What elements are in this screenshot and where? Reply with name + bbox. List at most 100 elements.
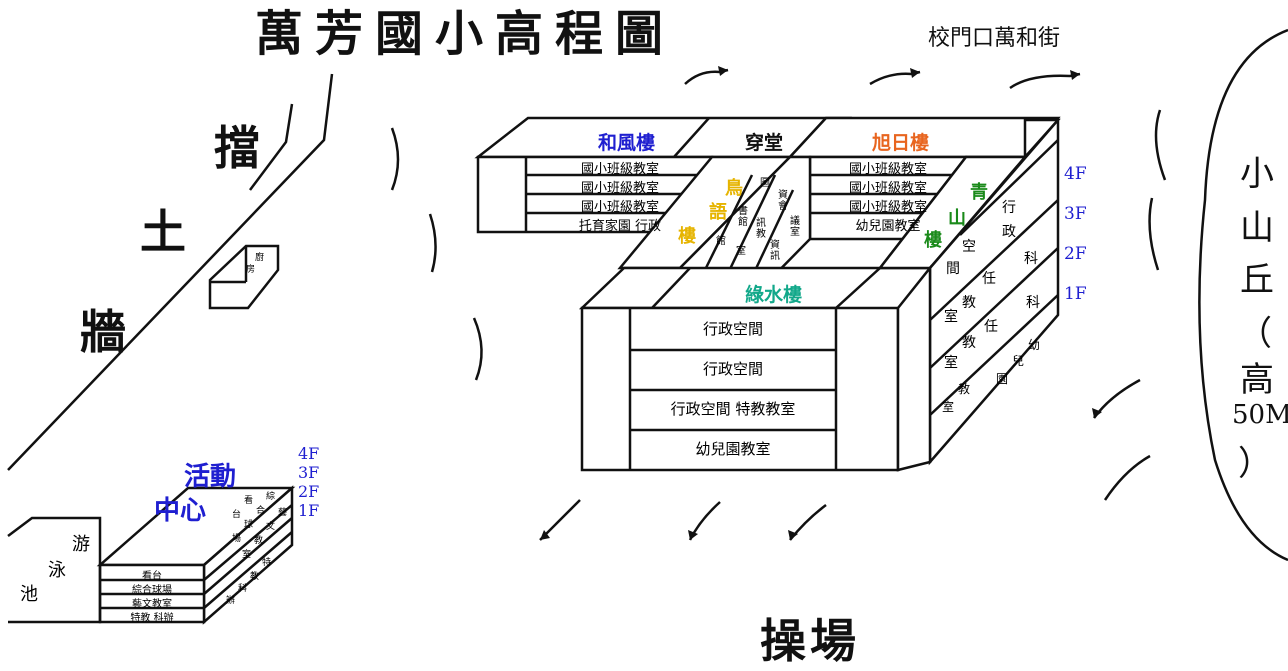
niaoyu-name-2: 語 bbox=[709, 202, 727, 223]
hefeng-room-3f: 國小班級教室 bbox=[580, 181, 659, 196]
kitchen-label-1: 廚 bbox=[255, 253, 265, 263]
hill-char-1: 小 bbox=[1240, 154, 1274, 194]
qingshan-side-1: 行政 bbox=[1002, 200, 1016, 240]
activity-side-14: 辦 bbox=[226, 596, 236, 606]
hefeng-room-1f: 托育家園 行政 bbox=[578, 219, 662, 234]
qingshan-name-1: 青 bbox=[970, 182, 988, 203]
lushui-room-4f: 行政空間 bbox=[702, 320, 763, 338]
activity-side-5: 球 bbox=[244, 520, 254, 530]
page-title: 萬芳國小高程圖 bbox=[255, 6, 676, 62]
xuri-room-1f: 幼兒園教室 bbox=[855, 219, 921, 234]
activity-floor-4f: 4F bbox=[298, 444, 320, 463]
qingshan-side-8: 科 bbox=[1026, 295, 1040, 311]
hill-char-4: （ bbox=[1238, 314, 1272, 354]
gate-label: 校門口萬和街 bbox=[928, 26, 1061, 51]
lushui-room-2f: 行政空間 特教教室 bbox=[670, 400, 796, 418]
qingshan-name-2: 山 bbox=[948, 208, 966, 229]
activity-floor-3f: 3F bbox=[298, 463, 320, 482]
activity-side-7: 藝 bbox=[278, 508, 288, 518]
activity-name-1: 活動 bbox=[184, 462, 237, 492]
activity-floor-1f: 1F bbox=[298, 501, 320, 520]
activity-side-6: 場 bbox=[232, 534, 242, 544]
niaoyu-side-6: 室 bbox=[736, 246, 746, 257]
pool-label-3: 池 bbox=[20, 584, 38, 605]
kitchen-building bbox=[208, 244, 280, 310]
activity-side-3: 綜 bbox=[266, 492, 276, 502]
activity-side-10: 室 bbox=[242, 550, 252, 560]
niaoyu-name-3: 樓 bbox=[678, 226, 696, 247]
qingshan-side-4: 科 bbox=[1024, 251, 1038, 267]
activity-side-8: 文 bbox=[266, 522, 276, 532]
activity-side-9: 教 bbox=[254, 536, 264, 546]
niaoyu-side-8: 資訊 bbox=[770, 240, 780, 262]
hefeng-name: 和風樓 bbox=[598, 132, 656, 154]
lushui-room-3f: 行政空間 bbox=[702, 360, 763, 378]
qingshan-side-9: 任 bbox=[984, 319, 998, 335]
qingshan-side-15: 教 bbox=[958, 382, 971, 396]
xuri-room-4f: 國小班級教室 bbox=[848, 162, 927, 177]
activity-floor-2f: 2F bbox=[298, 482, 320, 501]
niaoyu-side-7: 議室 bbox=[790, 216, 800, 238]
niaoyu-name-1: 鳥 bbox=[725, 178, 743, 199]
qingshan-side-12: 幼 bbox=[1028, 338, 1041, 352]
lushui-roof bbox=[578, 266, 884, 310]
lushui-room-1f: 幼兒園教室 bbox=[695, 440, 771, 458]
xuri-name: 旭日樓 bbox=[872, 132, 930, 154]
floor-4f-label: 4F bbox=[1064, 164, 1087, 184]
niaoyu-side-5: 訊教 bbox=[756, 218, 766, 240]
hill-char-6: 50M bbox=[1232, 400, 1288, 430]
pool-label-1: 游 bbox=[72, 534, 90, 555]
wall-char-1: 擋 bbox=[214, 121, 260, 175]
retaining-wall-line bbox=[7, 73, 334, 471]
activity-floor-labels: 4F 3F 2F 1F bbox=[298, 444, 319, 520]
qingshan-side-10: 教 bbox=[962, 335, 976, 351]
hefeng-roof bbox=[474, 116, 853, 159]
activity-side-2: 台 bbox=[232, 510, 242, 520]
xuri-room-2f: 國小班級教室 bbox=[848, 200, 927, 215]
qingshan-side-16: 室 bbox=[942, 400, 955, 414]
wall-char-3: 牆 bbox=[80, 305, 126, 359]
chuantang-name: 穿堂 bbox=[745, 132, 784, 154]
niaoyu-side-3: 館 bbox=[716, 236, 726, 247]
floor-1f-label: 1F bbox=[1064, 284, 1087, 304]
hill-char-5: 高 bbox=[1240, 360, 1274, 400]
qingshan-name-3: 樓 bbox=[924, 230, 942, 251]
xuri-room-3f: 國小班級教室 bbox=[848, 181, 927, 196]
activity-name-2: 中心 bbox=[154, 496, 207, 526]
activity-side-13: 科 bbox=[238, 584, 248, 594]
hill-char-2: 山 bbox=[1240, 208, 1274, 248]
activity-side-12: 教 bbox=[250, 572, 260, 582]
playground-label: 操場 bbox=[760, 614, 860, 668]
activity-room-4f: 看台 bbox=[142, 571, 162, 582]
activity-side-4: 合 bbox=[256, 506, 266, 516]
qingshan-side-2: 空 bbox=[962, 239, 976, 255]
pool-label-2: 泳 bbox=[48, 560, 66, 581]
activity-side-1: 看 bbox=[244, 496, 254, 506]
floor-3f-label: 3F bbox=[1064, 204, 1087, 224]
hefeng-room-2f: 國小班級教室 bbox=[580, 200, 659, 215]
wall-char-2: 土 bbox=[140, 205, 186, 259]
niaoyu-side-1: 圖 bbox=[760, 178, 770, 189]
qingshan-side-5: 任 bbox=[982, 271, 996, 287]
qingshan-side-3: 間 bbox=[946, 261, 960, 277]
hill-char-7: ） bbox=[1238, 444, 1272, 484]
qingshan-side-13: 兒 bbox=[1012, 354, 1025, 368]
activity-room-3f: 綜合球場 bbox=[132, 585, 172, 596]
floor-2f-label: 2F bbox=[1064, 244, 1087, 264]
kitchen-label-2: 房 bbox=[246, 265, 256, 275]
niaoyu-side-4: 資會 bbox=[778, 190, 788, 212]
activity-room-1f: 特教 科辦 bbox=[130, 613, 174, 624]
qingshan-side-6: 教 bbox=[962, 295, 976, 311]
lushui-name: 綠水樓 bbox=[745, 284, 803, 306]
niaoyu-side-2: 書館 bbox=[738, 206, 748, 228]
qingshan-side-14: 園 bbox=[996, 372, 1009, 386]
hefeng-room-4f: 國小班級教室 bbox=[580, 162, 659, 177]
activity-room-2f: 藝文教室 bbox=[132, 599, 172, 610]
activity-side-11: 特 bbox=[262, 558, 272, 568]
qingshan-side-11: 室 bbox=[944, 355, 958, 371]
hill-outline bbox=[1198, 28, 1288, 562]
floor-labels-main: 4F 3F 2F 1F bbox=[1064, 154, 1087, 314]
pool-outline bbox=[7, 516, 102, 624]
